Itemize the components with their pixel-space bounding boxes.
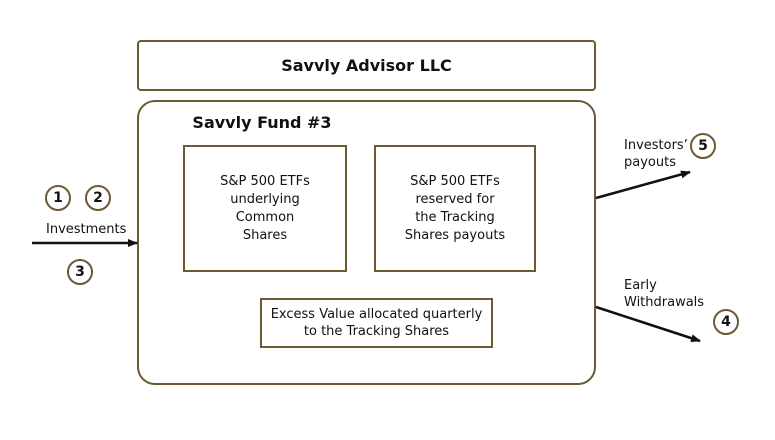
step-5-badge: 5 [690, 133, 716, 159]
savvly-advisor-label: Savvly Advisor LLC [281, 56, 452, 75]
tracking-shares-etf-box: S&P 500 ETFs reserved for the Tracking S… [374, 145, 536, 272]
payouts-arrow [595, 170, 691, 200]
investors-payouts-label: Investors’ payouts [624, 138, 688, 170]
early-withdrawals-label: Early Withdrawals [624, 278, 705, 310]
step-1-badge: 1 [45, 185, 71, 211]
step-2-badge: 2 [85, 185, 111, 211]
step-3-badge: 3 [67, 259, 93, 285]
savvly-advisor-box: Savvly Advisor LLC [137, 40, 596, 91]
step-4-badge: 4 [713, 309, 739, 335]
common-shares-etf-box: S&P 500 ETFs underlying Common Shares [183, 145, 347, 272]
excess-value-box: Excess Value allocated quarterly to the … [260, 298, 493, 348]
common-shares-etf-label: S&P 500 ETFs underlying Common Shares [220, 173, 310, 243]
excess-value-label: Excess Value allocated quarterly to the … [270, 307, 483, 339]
investments-label: Investments [46, 222, 127, 237]
savvly-fund-title: Savvly Fund #3 [192, 113, 332, 132]
withdrawals-arrow [595, 305, 701, 343]
tracking-shares-etf-label: S&P 500 ETFs reserved for the Tracking S… [404, 173, 506, 243]
